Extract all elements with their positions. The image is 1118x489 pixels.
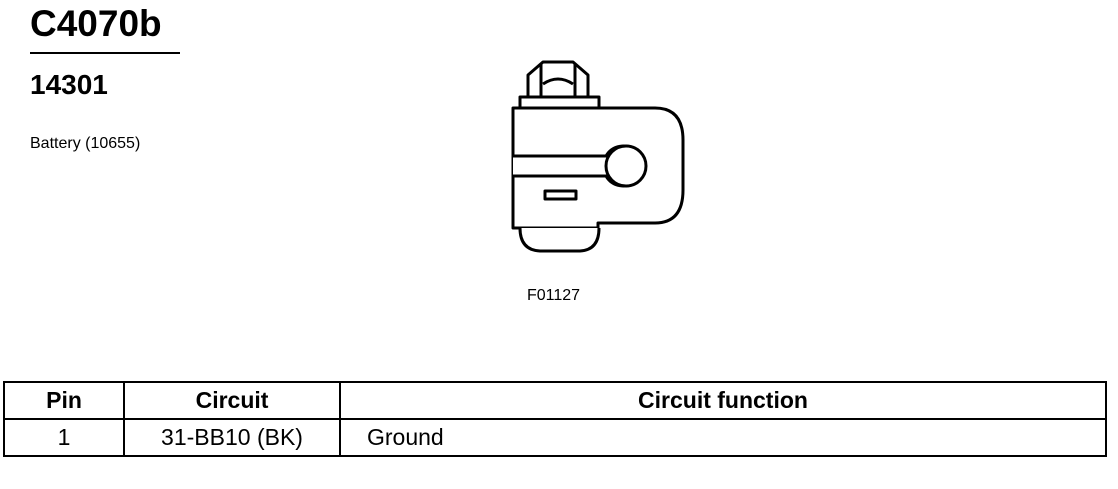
title-underline bbox=[30, 52, 180, 54]
circuit-cell: 31-BB10 (BK) bbox=[123, 418, 341, 457]
ring-terminal-connector-icon bbox=[511, 60, 685, 253]
component-name: Battery (10655) bbox=[30, 135, 141, 152]
circuit-function-cell: Ground bbox=[339, 418, 1107, 457]
figure-code: F01127 bbox=[527, 287, 581, 304]
column-header-pin: Pin bbox=[3, 381, 125, 420]
table-row: 1 31-BB10 (BK) Ground bbox=[3, 418, 1107, 457]
part-number: 14301 bbox=[30, 69, 108, 100]
column-header-circuit-function: Circuit function bbox=[339, 381, 1107, 420]
table-header-row: Pin Circuit Circuit function bbox=[3, 381, 1107, 420]
pin-table: Pin Circuit Circuit function 1 31-BB10 (… bbox=[3, 381, 1107, 457]
column-header-circuit: Circuit bbox=[123, 381, 341, 420]
connector-id: C4070b bbox=[30, 3, 162, 44]
pin-cell: 1 bbox=[3, 418, 125, 457]
